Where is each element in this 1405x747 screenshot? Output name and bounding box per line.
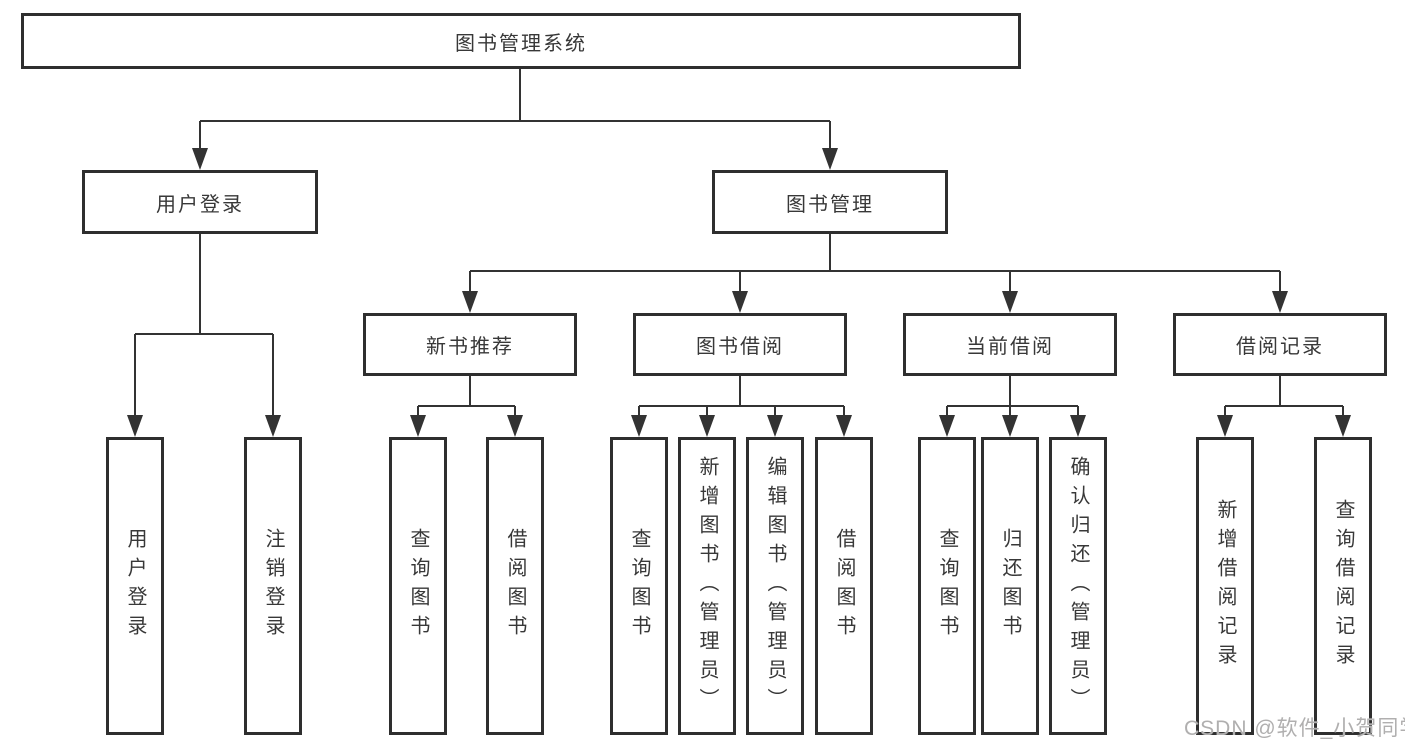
leaf-label: 编辑图书（管理员） <box>764 455 786 717</box>
leaf-label: 查询图书 <box>407 528 429 644</box>
leaf-label: 查询图书 <box>936 528 958 644</box>
leaf-query-books-current: 查询图书 <box>918 437 976 735</box>
leaf-edit-book-admin: 编辑图书（管理员） <box>746 437 804 735</box>
connector-book-borrow-children <box>631 376 852 437</box>
arrow-down-icon <box>410 415 523 437</box>
connector-root-to-level2 <box>192 69 838 170</box>
connector-current-borrow-children <box>939 376 1086 437</box>
leaf-label: 新增借阅记录 <box>1214 499 1236 673</box>
node-current-borrow: 当前借阅 <box>903 313 1117 376</box>
connector-borrow-records-children <box>1217 376 1351 437</box>
node-book-borrow: 图书借阅 <box>633 313 847 376</box>
connector-user-login-children <box>127 234 281 437</box>
leaf-label: 注销登录 <box>262 528 284 644</box>
leaf-logout: 注销登录 <box>244 437 302 735</box>
connector-book-management-to-level3 <box>462 234 1288 313</box>
leaf-borrow-books-recommend: 借阅图书 <box>486 437 544 735</box>
leaf-label: 归还图书 <box>999 528 1021 644</box>
leaf-label: 查询图书 <box>628 528 650 644</box>
leaf-query-books-recommend: 查询图书 <box>389 437 447 735</box>
connector-new-book-recommend-children <box>410 376 523 437</box>
arrow-down-icon <box>631 415 852 437</box>
leaf-add-borrow-record: 新增借阅记录 <box>1196 437 1254 735</box>
leaf-return-book: 归还图书 <box>981 437 1039 735</box>
leaf-add-book-admin: 新增图书（管理员） <box>678 437 736 735</box>
arrow-down-icon <box>192 148 838 170</box>
leaf-user-login: 用户登录 <box>106 437 164 735</box>
node-user-login: 用户登录 <box>82 170 318 234</box>
node-borrow-records: 借阅记录 <box>1173 313 1387 376</box>
leaf-label: 借阅图书 <box>504 528 526 644</box>
csdn-watermark: CSDN @软件_小贺同学 <box>1184 717 1405 740</box>
arrow-down-icon <box>462 291 1288 313</box>
node-book-management: 图书管理 <box>712 170 948 234</box>
arrow-down-icon <box>127 415 281 437</box>
leaf-label: 借阅图书 <box>833 528 855 644</box>
leaf-query-borrow-record: 查询借阅记录 <box>1314 437 1372 735</box>
arrow-down-icon <box>939 415 1086 437</box>
leaf-label: 用户登录 <box>124 528 146 644</box>
arrow-down-icon <box>1217 415 1351 437</box>
leaf-confirm-return-admin: 确认归还（管理员） <box>1049 437 1107 735</box>
node-new-book-recommend: 新书推荐 <box>363 313 577 376</box>
leaf-label: 查询借阅记录 <box>1332 499 1354 673</box>
leaf-label: 确认归还（管理员） <box>1067 455 1089 717</box>
node-root: 图书管理系统 <box>21 13 1021 69</box>
leaf-borrow-books-borrow: 借阅图书 <box>815 437 873 735</box>
leaf-label: 新增图书（管理员） <box>696 455 718 717</box>
leaf-query-books-borrow: 查询图书 <box>610 437 668 735</box>
